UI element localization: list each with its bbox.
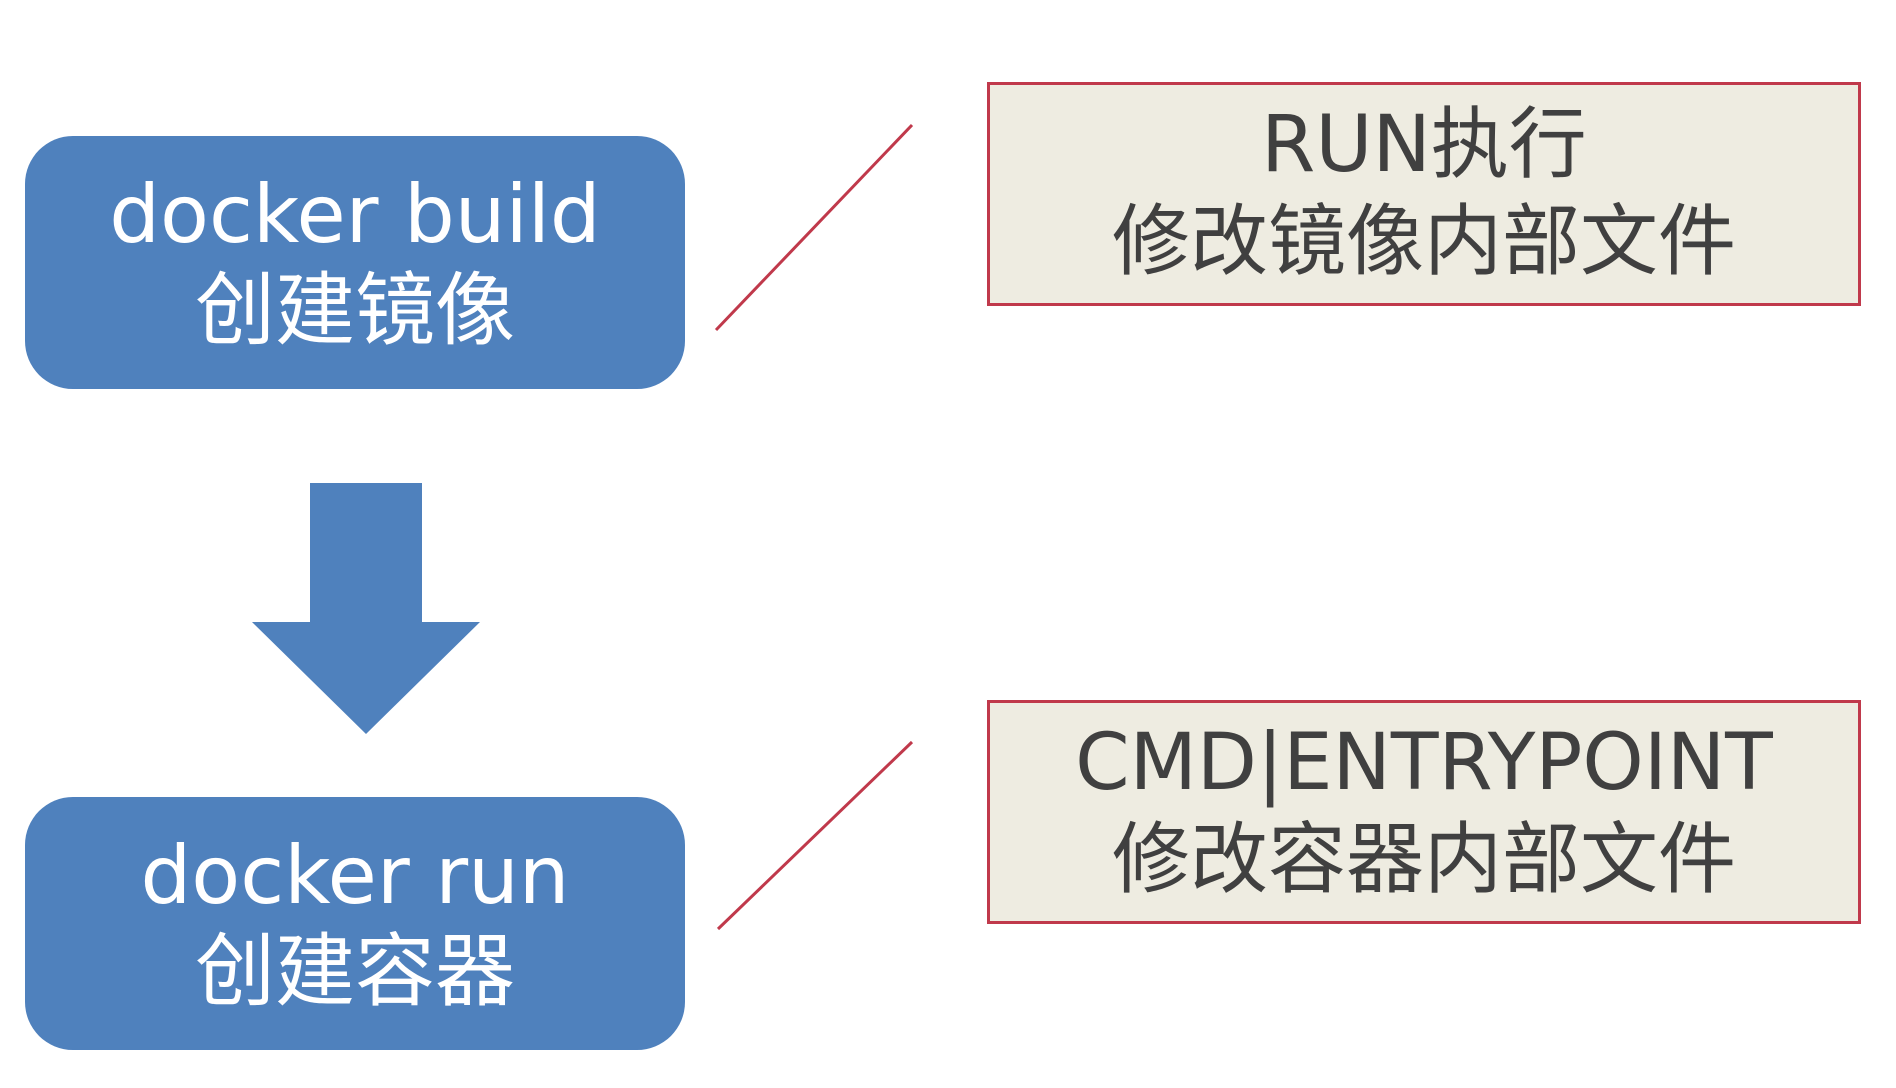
cmd-entrypoint-note: CMD|ENTRYPOINT 修改容器内部文件 (987, 700, 1861, 924)
docker-build-command: docker build (109, 167, 601, 261)
run-instruction-description: 修改镜像内部文件 (1111, 197, 1736, 287)
docker-run-box: docker run 创建容器 (25, 797, 685, 1050)
connector-build-to-run-note (714, 123, 914, 332)
run-instruction-note: RUN执行 修改镜像内部文件 (987, 82, 1861, 306)
docker-build-box: docker build 创建镜像 (25, 136, 685, 389)
run-instruction-title: RUN执行 (1261, 99, 1587, 190)
docker-build-description: 创建镜像 (195, 263, 515, 357)
cmd-entrypoint-description: 修改容器内部文件 (1111, 815, 1736, 905)
docker-run-description: 创建容器 (195, 924, 515, 1018)
down-arrow (252, 483, 480, 734)
cmd-entrypoint-title: CMD|ENTRYPOINT (1075, 717, 1773, 808)
docker-run-command: docker run (140, 828, 570, 922)
connector-run-to-cmd-note (716, 740, 914, 931)
